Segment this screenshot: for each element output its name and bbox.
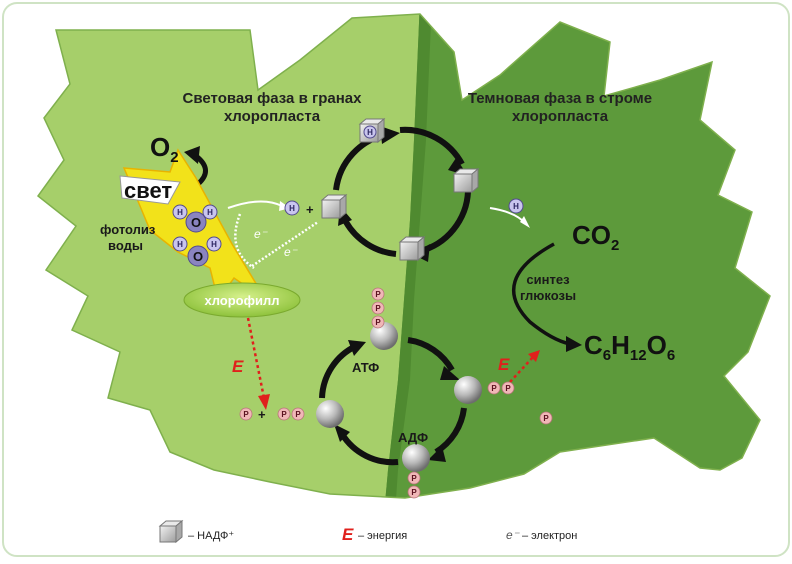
legend-energy-text: – энергия xyxy=(358,530,407,542)
svg-text:P: P xyxy=(375,304,381,313)
legend-electron: e⁻ – электрон xyxy=(506,528,577,542)
photolysis-label-line1: фотолиз xyxy=(100,222,156,237)
synthesis-label-line2: глюкозы xyxy=(520,288,576,303)
plus-sign-2: + xyxy=(258,407,266,422)
light-label: свет xyxy=(124,178,172,203)
electron-path-1 xyxy=(234,213,255,270)
photolysis-label-line2: воды xyxy=(108,238,143,253)
ball-left xyxy=(316,400,344,428)
energy-label-light: E xyxy=(232,357,244,376)
svg-text:H: H xyxy=(513,202,519,211)
legend-energy-symbol: E xyxy=(342,525,354,544)
svg-text:H: H xyxy=(211,240,217,249)
svg-text:O: O xyxy=(191,215,201,230)
electron-label-2: e⁻ xyxy=(284,245,299,259)
svg-text:H: H xyxy=(207,208,213,217)
legend-electron-text: – электрон xyxy=(522,530,577,542)
light-phase-title-line2: хлоропласта xyxy=(224,108,321,125)
chlorophyll-label: хлорофилл xyxy=(204,293,279,308)
synthesis-arrow xyxy=(511,242,571,346)
dark-phase-title-line1: Темновая фаза в строме xyxy=(468,90,652,107)
light-label-box xyxy=(119,175,181,205)
svg-text:P: P xyxy=(375,290,381,299)
phosphates-atp: P P P xyxy=(371,287,385,329)
svg-text:P: P xyxy=(375,318,381,327)
oxygen-molecule: O2 xyxy=(150,132,179,166)
ball-right xyxy=(454,376,482,404)
svg-text:H: H xyxy=(177,208,183,217)
legend: – НАДФ⁺ E – энергия e⁻ – электрон xyxy=(158,519,577,544)
svg-text:P: P xyxy=(295,410,301,419)
water-molecule-1: O H H xyxy=(172,204,218,233)
svg-text:P: P xyxy=(243,410,249,419)
energy-label-dark: E xyxy=(498,355,510,374)
phosphates-right: P P P xyxy=(487,381,553,425)
ball-adp xyxy=(402,444,430,472)
synthesis-arrowhead xyxy=(566,336,582,352)
oxygen-arrowhead xyxy=(184,146,200,164)
light-phase-title-line1: Световая фаза в гранах xyxy=(183,90,363,107)
phosphates-adp: P P xyxy=(407,471,421,499)
legend-nadp: – НАДФ⁺ xyxy=(158,519,234,544)
svg-text:P: P xyxy=(543,414,549,423)
ball-atp xyxy=(370,322,398,350)
svg-text:P: P xyxy=(411,488,417,497)
phosphates-left: P + P P xyxy=(239,407,305,422)
dark-phase-title-line2: хлоропласта xyxy=(512,108,609,125)
plus-sign-1: + xyxy=(306,202,314,217)
nadp-cube-top: H xyxy=(358,117,386,144)
svg-text:H: H xyxy=(177,240,183,249)
legend-energy: E – энергия xyxy=(342,525,407,544)
electron-label-1: e⁻ xyxy=(254,227,269,241)
svg-text:O: O xyxy=(193,249,203,264)
nadp-cube-left xyxy=(320,193,348,220)
nadp-cube-right xyxy=(452,167,480,194)
synthesis-label-line1: синтез xyxy=(526,272,570,287)
nadp-cube-bottom xyxy=(398,235,426,262)
atp-label: АТФ xyxy=(352,360,379,375)
co2-molecule: CO2 xyxy=(572,220,619,254)
svg-text:P: P xyxy=(505,384,511,393)
legend-nadp-text: – НАДФ⁺ xyxy=(188,530,234,542)
svg-text:P: P xyxy=(491,384,497,393)
oxygen-arrow xyxy=(194,154,208,186)
adp-label: АДФ xyxy=(398,430,428,445)
water-molecule-2: O H H xyxy=(172,236,222,267)
legend-electron-symbol: e⁻ xyxy=(506,528,521,542)
chlorophyll-ellipse xyxy=(183,282,301,318)
svg-text:H: H xyxy=(289,204,295,213)
atp-cycle xyxy=(319,337,467,466)
hydrogen-atom-light: H xyxy=(284,200,300,216)
glucose-molecule: C6H12O6 xyxy=(584,330,675,364)
hydrogen-atom-dark: H xyxy=(508,198,524,214)
energy-arrow-light xyxy=(246,317,266,399)
electron-path-2 xyxy=(251,220,319,268)
svg-text:H: H xyxy=(367,128,373,137)
svg-text:P: P xyxy=(281,410,287,419)
svg-text:P: P xyxy=(411,474,417,483)
